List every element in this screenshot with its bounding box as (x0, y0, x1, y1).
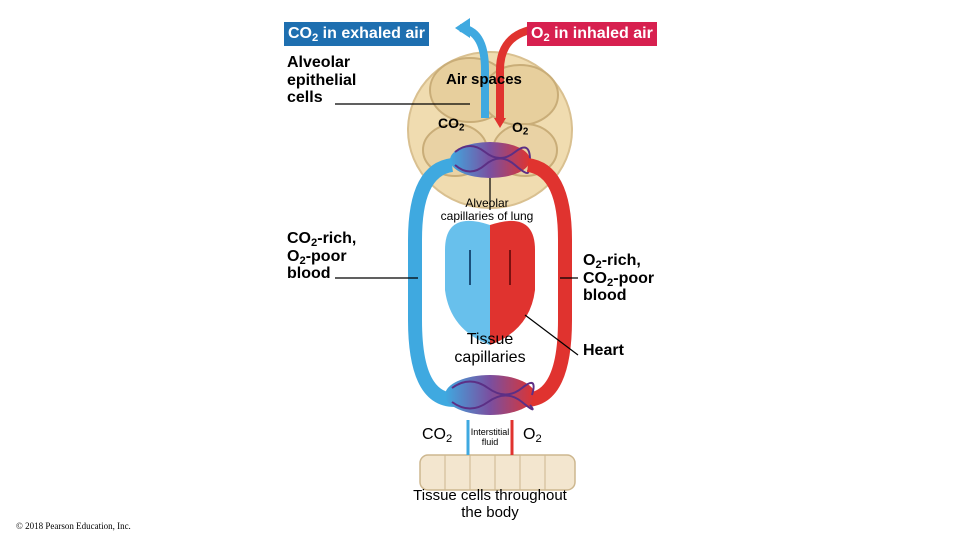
o2-upper-label: O2 (512, 119, 529, 138)
heart (445, 220, 535, 345)
tissue-capillary-bed (445, 375, 535, 415)
o2-inhaled-banner: O2 in inhaled air (527, 22, 657, 46)
tissue-cells-label: Tissue cells throughout the body (413, 487, 567, 521)
co2-upper-label: CO2 (438, 115, 465, 134)
copyright-text: © 2018 Pearson Education, Inc. (16, 521, 131, 531)
o2-lower-label: O2 (523, 426, 542, 445)
alveolar-capillaries-label: Alveolar capillaries of lung (440, 196, 534, 224)
co2-rich-blood-label: CO2-rich, O2-poor blood (287, 230, 357, 283)
o2-rich-blood-label: O2-rich, CO2-poor blood (583, 252, 655, 305)
co2-lower-label: CO2 (422, 426, 453, 445)
blue-vessel-loop (408, 158, 456, 407)
alveolar-epithelial-label: Alveolar epithelial cells (287, 54, 357, 107)
alveolar-capillary-bed (450, 142, 531, 178)
interstitial-fluid-label: Interstitial fluid (470, 427, 510, 447)
tissue-cells-row (419, 454, 576, 491)
tissue-capillaries-label: Tissue capillaries (454, 331, 526, 366)
air-spaces-label: Air spaces (446, 71, 522, 88)
heart-label: Heart (583, 342, 624, 359)
co2-exhaled-banner: CO2 in exhaled air (284, 22, 429, 46)
red-vessel-loop (524, 158, 572, 407)
